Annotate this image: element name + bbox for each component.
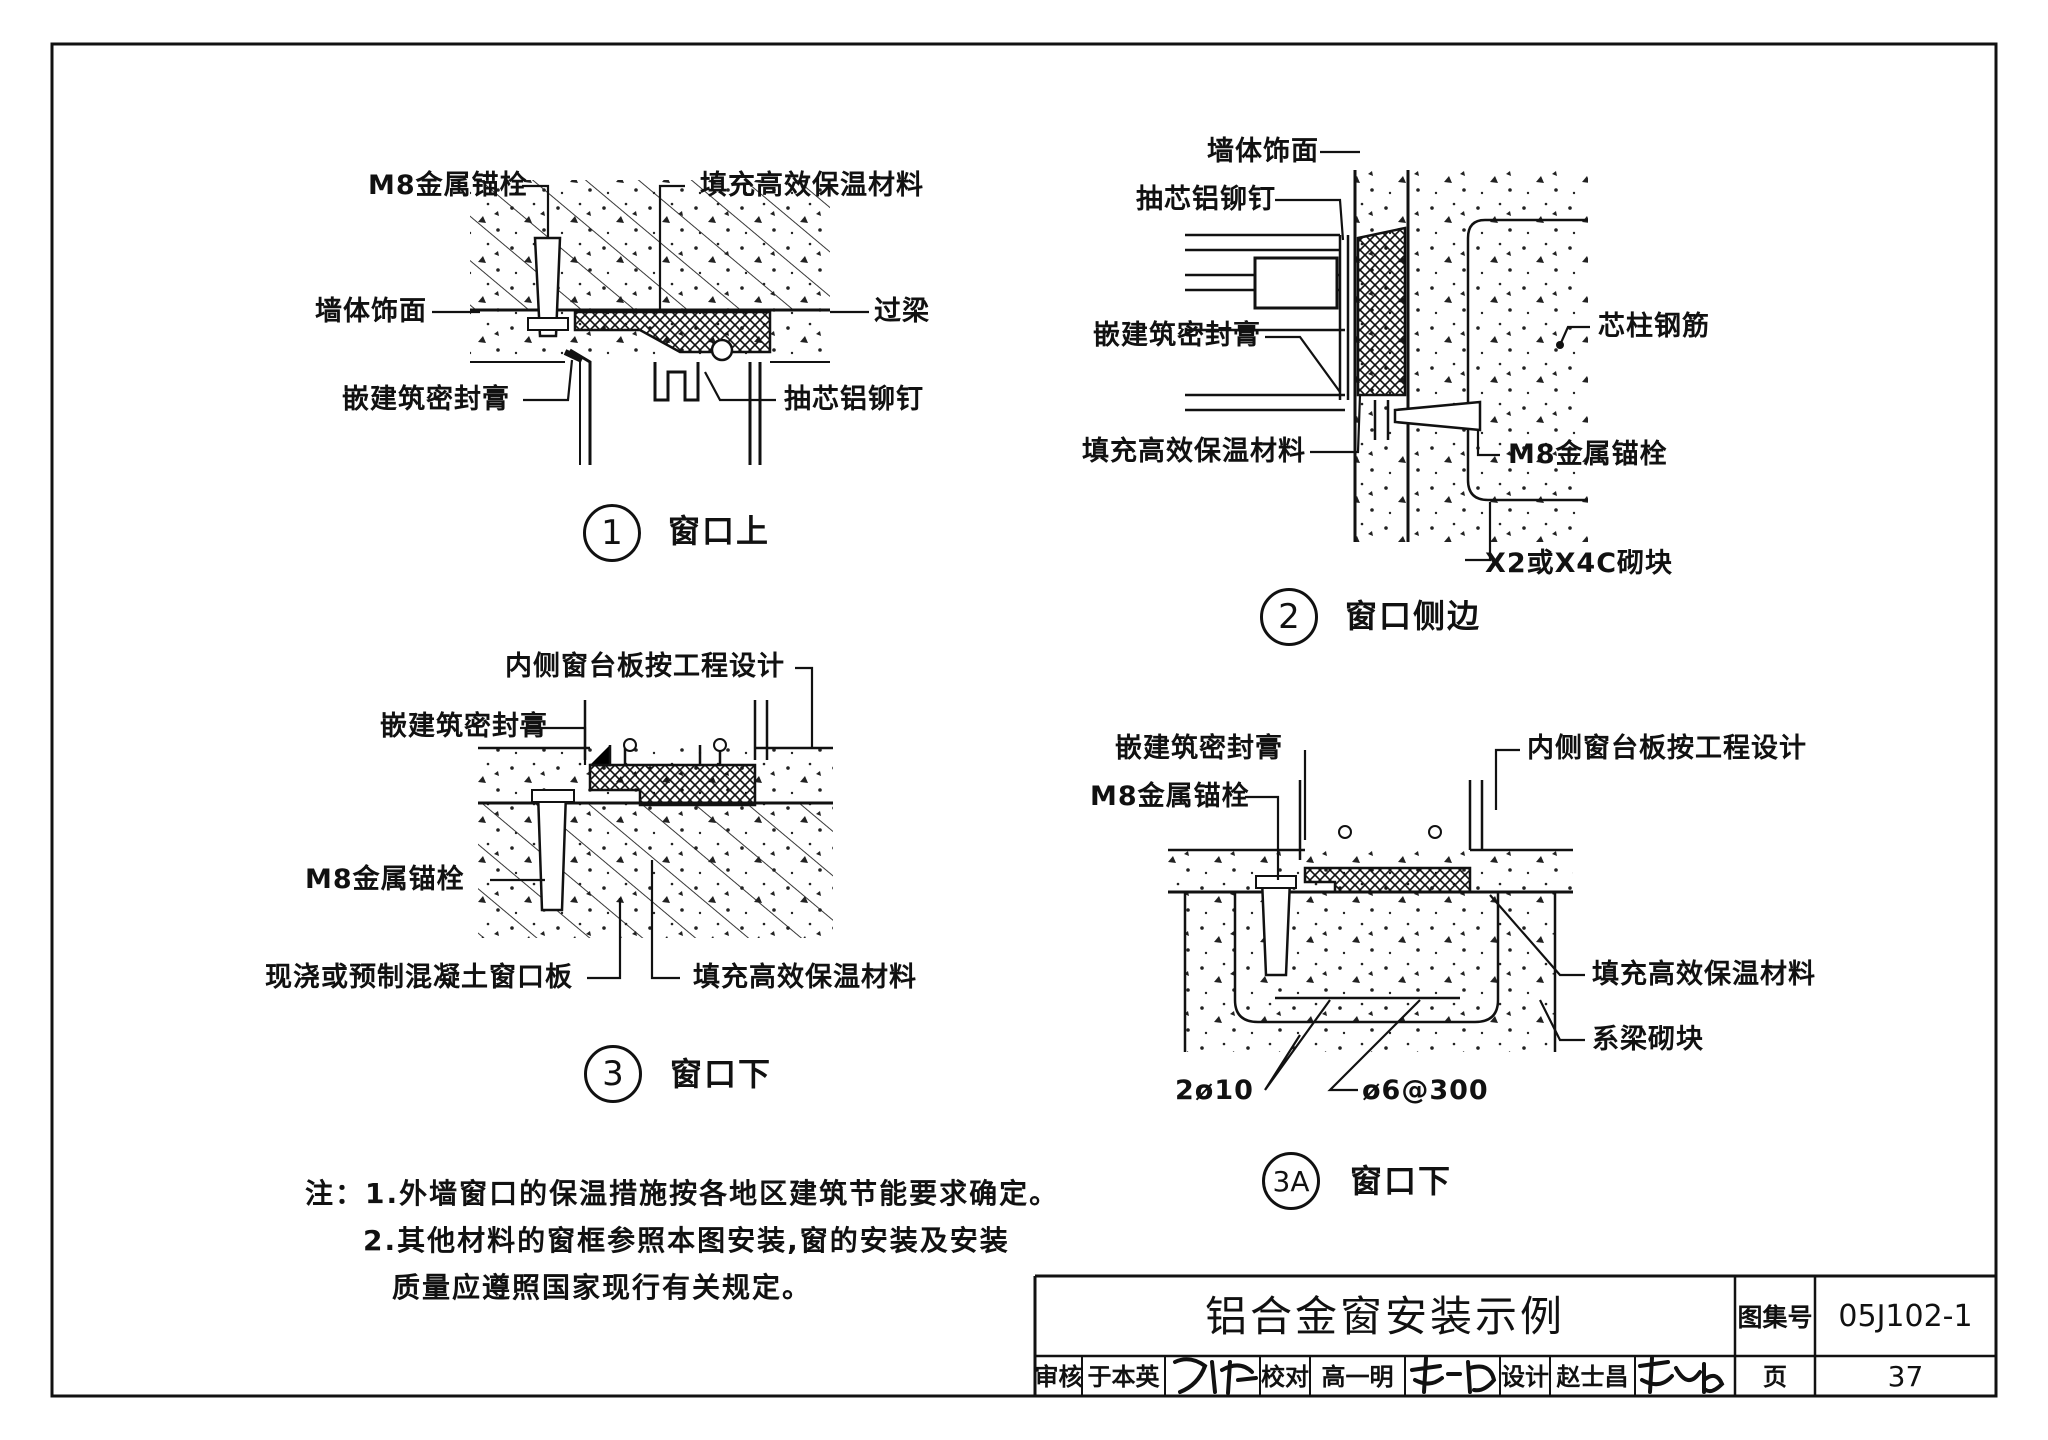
d3a-beam-block-label: 系梁砌块 <box>1592 1024 1704 1055</box>
check-label: 校对 <box>1261 1362 1309 1391</box>
d1-anchor-label: M8金属锚栓 <box>368 170 528 201</box>
checker-name: 高一明 <box>1321 1362 1394 1391</box>
drawing-title: 铝合金窗安装示例 <box>1204 1292 1565 1341</box>
d3a-caption: 窗口下 <box>1350 1162 1453 1200</box>
d3-sealant-label: 嵌建筑密封膏 <box>380 711 548 742</box>
page-label: 页 <box>1763 1362 1787 1391</box>
d2-anchor-label: M8金属锚栓 <box>1508 439 1668 470</box>
d1-caption: 窗口上 <box>668 512 771 550</box>
d3a-sealant-label: 嵌建筑密封膏 <box>1115 733 1283 764</box>
atlas-label: 图集号 <box>1737 1302 1813 1332</box>
review-label: 审核 <box>1034 1362 1083 1391</box>
d1-sealant-label: 嵌建筑密封膏 <box>342 384 510 415</box>
page-number: 37 <box>1887 1359 1924 1393</box>
d3a-bars-label: 2ø10 <box>1175 1075 1254 1106</box>
d1-rivet-label: 抽芯铝铆钉 <box>784 384 924 415</box>
d1-number-circle: 1 <box>583 504 641 562</box>
atlas-number: 05J102-1 <box>1838 1299 1973 1334</box>
d2-fill-label: 填充高效保温材料 <box>1082 436 1306 467</box>
d2-number-circle: 2 <box>1260 588 1318 646</box>
d3-anchor-label: M8金属锚栓 <box>305 864 465 895</box>
d3a-stirrup-label: ø6@300 <box>1362 1075 1489 1106</box>
d3-caption: 窗口下 <box>670 1055 773 1093</box>
reviewer-name: 于本英 <box>1087 1362 1160 1391</box>
d3-board-label: 现浇或预制混凝土窗口板 <box>265 962 573 993</box>
leader-lines <box>432 150 1590 1092</box>
design-label: 设计 <box>1501 1362 1549 1391</box>
d2-finish-label: 墙体饰面 <box>1207 136 1319 167</box>
d1-beam-label: 过梁 <box>874 296 930 327</box>
note-line-3: 质量应遵照国家现行有关规定。 <box>392 1271 813 1304</box>
title-block-grid <box>1033 1274 1996 1396</box>
d2-block-label: X2或X4C砌块 <box>1485 548 1674 579</box>
d3-number-circle: 3 <box>584 1045 642 1103</box>
d1-fill-label: 填充高效保温材料 <box>700 170 924 201</box>
detail-3-drawing <box>478 700 833 938</box>
sheet-border <box>50 42 1998 1398</box>
d2-sealant-label: 嵌建筑密封膏 <box>1093 320 1261 351</box>
detail-1-drawing <box>470 180 830 465</box>
d2-rebar-label: 芯柱钢筋 <box>1598 311 1710 342</box>
d3a-sill-label: 内侧窗台板按工程设计 <box>1527 733 1807 764</box>
signature-marks <box>1173 1356 1725 1395</box>
d3a-fill-label: 填充高效保温材料 <box>1592 959 1816 990</box>
d3-sill-label: 内侧窗台板按工程设计 <box>505 651 785 682</box>
d2-caption: 窗口侧边 <box>1345 597 1482 635</box>
detail-2-drawing <box>1185 170 1588 542</box>
d3a-anchor-label: M8金属锚栓 <box>1090 781 1250 812</box>
d1-finish-label: 墙体饰面 <box>315 296 427 327</box>
note-line-2: 2.其他材料的窗框参照本图安装,窗的安装及安装 <box>363 1224 1010 1257</box>
d2-rivet-label: 抽芯铝铆钉 <box>1136 184 1276 215</box>
detail-3a-drawing <box>1168 780 1573 1052</box>
note-line-1: 注：1.外墙窗口的保温措施按各地区建筑节能要求确定。 <box>305 1177 1060 1210</box>
designer-name: 赵士昌 <box>1556 1362 1629 1391</box>
d3a-number-circle: 3A <box>1262 1152 1320 1210</box>
d3-fill-label: 填充高效保温材料 <box>693 962 917 993</box>
